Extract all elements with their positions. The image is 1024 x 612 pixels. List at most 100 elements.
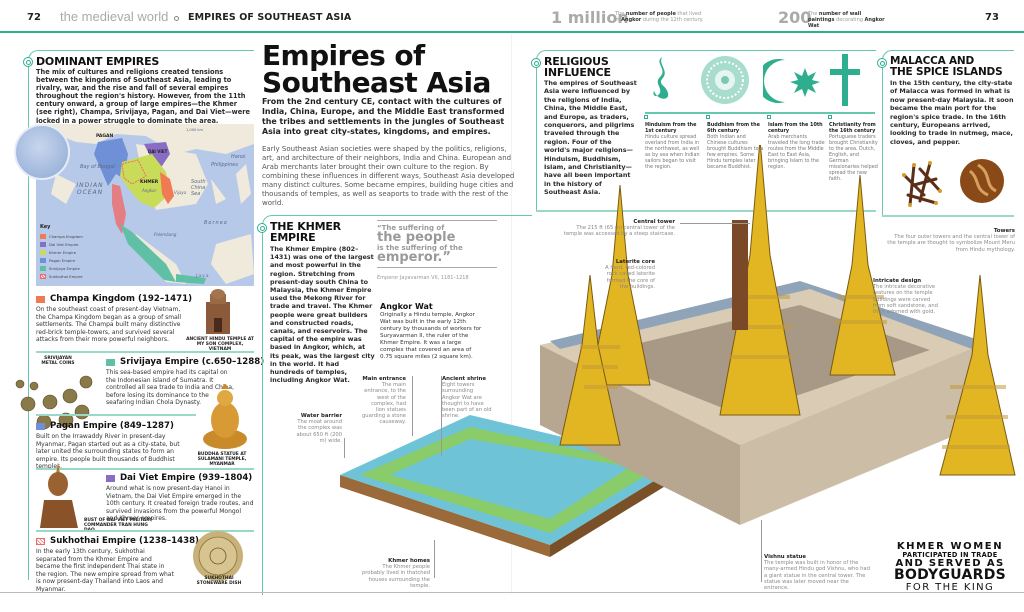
- cross-icon: [830, 54, 860, 106]
- map-key-sukhothai: Sukhothai Empire: [40, 274, 83, 279]
- sukhothai-swatch: [36, 537, 45, 545]
- timeline-dot: [767, 115, 771, 119]
- dai-viet-swatch: [106, 474, 115, 482]
- divider: [36, 530, 254, 532]
- map-label-borneo: Borneo: [204, 220, 228, 226]
- dai-viet-body: Around what is now present-day Hanoi in …: [106, 485, 254, 523]
- globe-inset: [14, 124, 70, 180]
- map-label-dai-viet: DAI VIET: [148, 149, 168, 154]
- fact-number-people: 1 million: [551, 8, 629, 27]
- map-label-vijaya: Vijaya: [174, 190, 187, 195]
- crescent-star-icon: [763, 59, 820, 103]
- map-illustration: [36, 124, 254, 284]
- section-marker-icon: [257, 223, 267, 233]
- divider: [882, 215, 1014, 217]
- pagan-swatch: [36, 422, 45, 430]
- bust-image: [40, 462, 78, 528]
- left-page-number: 72: [27, 12, 41, 23]
- map-label-philippines: Philippines: [211, 162, 238, 168]
- pagan-caption: BUDDHA STATUE AT SULAMANI TEMPLE, MYANMA…: [197, 452, 247, 468]
- series-title: the medieval world: [60, 9, 169, 24]
- leader-line: [761, 520, 762, 582]
- om-symbol-icon: [653, 57, 669, 99]
- temple-image: [206, 289, 230, 334]
- page-title: Empires of Southeast Asia: [262, 39, 491, 99]
- section-title: EMPIRES OF SOUTHEAST ASIA: [188, 12, 352, 23]
- page-spine: [511, 34, 512, 594]
- map-key-champa: Champa Kingdom: [40, 234, 83, 239]
- map-label-palembang: Palembang: [154, 232, 177, 237]
- intro-text: From the 2nd century CE, contact with th…: [262, 97, 505, 136]
- fact-number-paintings: 200: [778, 8, 812, 27]
- leader-line: [344, 438, 345, 458]
- leader-line: [680, 223, 750, 224]
- section-marker-icon: [23, 57, 33, 67]
- religious-influence-frame: [536, 50, 876, 210]
- khmer-body: The Khmer Empire (802–1431) was one of t…: [270, 245, 375, 385]
- sukhothai-title: Sukhothai Empire (1238–1438): [36, 536, 199, 546]
- champa-caption: ANCIENT HINDU TEMPLE AT MY SON COMPLEX, …: [186, 337, 254, 353]
- bottom-rule: [0, 592, 1024, 593]
- khmer-frame: [262, 215, 532, 595]
- section-marker-icon: [531, 58, 541, 68]
- map-label-south-china-sea: South China Sea: [191, 179, 206, 197]
- map-label-pagan: PAGAN: [96, 134, 114, 139]
- divider: [36, 351, 254, 353]
- map-label-indian-ocean: INDIAN OCEAN: [76, 182, 104, 196]
- dominant-empires-frame: [28, 50, 254, 580]
- section-marker-icon: [877, 58, 887, 68]
- srivijaya-swatch: [106, 358, 115, 366]
- srivijaya-body: This sea-based empire had its capital on…: [106, 369, 234, 407]
- page-header: 72 the medieval world EMPIRES OF SOUTHEA…: [0, 0, 1024, 33]
- divider: [36, 468, 254, 470]
- map-label-khmer: KHMER: [140, 180, 159, 185]
- map-label-angkor: Angkor: [142, 188, 157, 193]
- map-key-khmer: Khmer Empire: [40, 250, 76, 255]
- angkor-wat-title: Angkor Wat: [380, 302, 433, 311]
- srivijaya-title: Srivijaya Empire (c.650–1288): [106, 357, 264, 367]
- map-key-srivijaya: Srivijaya Empire: [40, 266, 80, 271]
- khmer-women-callout: KHMER WOMEN PARTICIPATED IN TRADE AND SE…: [893, 541, 1007, 594]
- divider: [536, 210, 876, 212]
- intro-body: Early Southeast Asian societies were sha…: [262, 145, 515, 207]
- map-scale: 1,000 km: [186, 128, 204, 132]
- fact-text-paintings: The number of wall paintings decorating …: [808, 11, 885, 29]
- champa-swatch: [36, 295, 45, 303]
- map-label-bay-of-bengal: Bay of Bengal: [80, 164, 115, 170]
- spices-image: [902, 159, 1004, 207]
- champa-body: On the southeast coast of present-day Vi…: [36, 306, 182, 344]
- leader-line: [441, 376, 442, 456]
- champa-title: Champa Kingdom (192–1471): [36, 294, 192, 304]
- timeline-dot: [644, 115, 648, 119]
- srivijaya-caption: SRIVIJAYAN METAL COINS: [41, 356, 75, 367]
- malacca-body: In the 15th century, the city-state of M…: [890, 79, 1014, 146]
- map-label-java: Java: [196, 274, 210, 279]
- sukhothai-body: In the early 13th century, Sukhothai sep…: [36, 548, 174, 593]
- sukhothai-caption: SUKHOTHAI STONEWARE DISH: [196, 576, 242, 587]
- timeline-dot: [828, 115, 832, 119]
- emperor-quote: “The suffering of the people is the suff…: [377, 220, 497, 268]
- map-label-hanoi: Hanoi: [231, 154, 246, 160]
- quote-attribution: Emperor Jayavarman VII, 1181–1218: [377, 275, 469, 281]
- map-key-dai-viet: Dai Viet Empire: [40, 242, 79, 247]
- dai-viet-title: Dai Viet Empire (939–1804): [106, 473, 252, 483]
- angkor-wat-illustration: [340, 145, 1016, 557]
- empires-map: Hanoi Bay of Bengal South China Sea Phil…: [36, 124, 254, 286]
- dharma-wheel-icon: [701, 56, 749, 104]
- divider: [36, 414, 196, 416]
- pagan-body: Built on the Irrawaddy River in present-…: [36, 433, 180, 471]
- map-key-pagan: Pagan Empire: [40, 258, 75, 263]
- pagan-title: Pagan Empire (849–1287): [36, 421, 174, 431]
